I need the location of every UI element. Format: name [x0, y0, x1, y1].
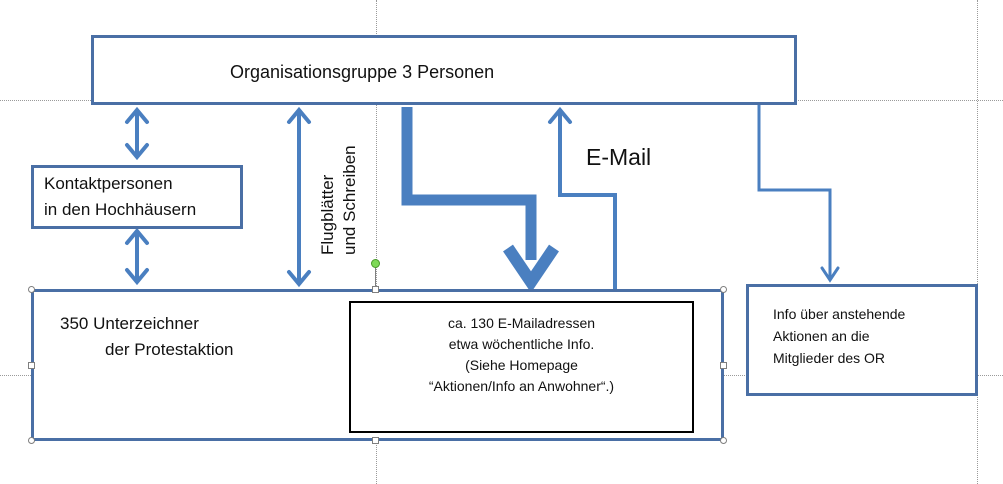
- resize-handle[interactable]: [720, 362, 727, 369]
- info-line: Aktionen an die: [773, 328, 870, 344]
- resize-handle[interactable]: [372, 286, 379, 293]
- email-list-line: “Aktionen/Info an Anwohner“.): [428, 378, 615, 394]
- info-line: Info über anstehende: [773, 306, 906, 322]
- grid-line: [977, 0, 978, 484]
- email-list-box: ca. 130 E-Mailadressen etwa wöchentliche…: [349, 301, 694, 433]
- double-arrow-org-contacts: [125, 106, 149, 161]
- resize-handle[interactable]: [28, 362, 35, 369]
- email-label: E-Mail: [586, 144, 652, 170]
- resize-handle[interactable]: [720, 286, 727, 293]
- email-list-line: etwa wöchentliche Info.: [448, 336, 595, 352]
- signers-label-line2: der Protestaktion: [105, 340, 234, 359]
- email-list-line: (Siehe Homepage: [465, 357, 578, 373]
- rotation-handle-stem: [375, 266, 376, 287]
- flyer-label-line1: Flugblätter: [318, 174, 337, 255]
- resize-handle[interactable]: [720, 437, 727, 444]
- email-list-line: ca. 130 E-Mailadressen: [447, 315, 596, 331]
- org-group-label: Organisationsgruppe 3 Personen: [230, 62, 495, 82]
- contacts-label-line2: in den Hochhäusern: [44, 200, 197, 219]
- resize-handle[interactable]: [372, 437, 379, 444]
- double-arrow-flyers: [287, 106, 311, 288]
- contacts-label-line1: Kontaktpersonen: [44, 174, 173, 193]
- resize-handle[interactable]: [28, 437, 35, 444]
- thick-arrow-org-email: [401, 107, 559, 293]
- signers-label-line1: 350 Unterzeichner: [60, 314, 199, 333]
- flyer-label-line2: und Schreiben: [340, 145, 359, 255]
- rotation-handle[interactable]: [371, 259, 380, 268]
- email-return-arrow: [548, 106, 617, 293]
- resize-handle[interactable]: [28, 286, 35, 293]
- double-arrow-contacts-signers: [125, 227, 149, 286]
- grid-line: [376, 0, 377, 484]
- arrow-org-info: [757, 103, 840, 283]
- contacts-box: Kontaktpersonen in den Hochhäusern: [31, 165, 243, 229]
- info-text: Info über anstehende Aktionen an die Mit…: [773, 303, 905, 369]
- org-group-box: Organisationsgruppe 3 Personen: [91, 35, 797, 105]
- info-box: Info über anstehende Aktionen an die Mit…: [746, 284, 978, 396]
- info-line: Mitglieder des OR: [773, 350, 886, 366]
- email-list-text: ca. 130 E-Mailadressen etwa wöchentliche…: [351, 313, 692, 397]
